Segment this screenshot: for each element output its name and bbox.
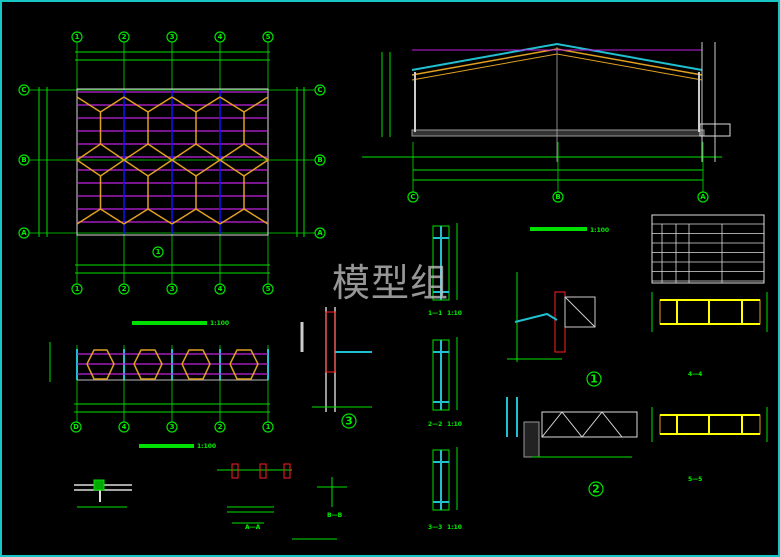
frame-section-elevation <box>362 42 731 192</box>
section-b-b-label: B—B <box>327 512 343 519</box>
detail-3-label: 3 <box>345 415 353 428</box>
axis-label: 2 <box>122 285 127 293</box>
cad-line <box>564 296 596 328</box>
column-detail-3 <box>325 311 336 373</box>
brace <box>219 143 270 177</box>
roof-plan <box>29 42 315 284</box>
axis-label: A <box>317 229 323 237</box>
detail-callout: 1 <box>156 248 161 256</box>
elevation-axes: C B A <box>407 191 709 203</box>
roof-edge <box>514 312 558 323</box>
axis-label: C <box>410 193 415 201</box>
axis-label: A <box>700 193 706 201</box>
axis-label: 2 <box>218 423 223 431</box>
cad-line <box>581 411 603 438</box>
cad-line <box>601 411 623 438</box>
channel <box>259 463 267 479</box>
wall <box>523 421 540 458</box>
plan-scale: 1:100 <box>210 320 229 327</box>
gutter-truss-detail <box>541 411 638 438</box>
axis-label: C <box>317 86 322 94</box>
plan2-scale: 1:100 <box>197 443 216 450</box>
material-table <box>651 214 765 284</box>
plan2-axes: D 4 3 2 1 <box>70 421 274 433</box>
watermark: 模型组 <box>332 261 450 305</box>
details <box>74 214 768 540</box>
axis-label: 5 <box>266 285 271 293</box>
section-scale: 1:10 <box>447 310 462 317</box>
channel <box>283 463 291 479</box>
axis-label: C <box>21 86 26 94</box>
axis-label: 3 <box>170 285 175 293</box>
hex-brace <box>86 349 115 380</box>
bracket <box>564 296 596 328</box>
axis-label: 2 <box>122 33 127 41</box>
wall-bracing-plan <box>49 342 270 422</box>
axis-label: B <box>317 156 322 164</box>
section-1-1-label: 1—1 <box>428 310 442 317</box>
axis-label: D <box>73 423 79 431</box>
hex-brace <box>229 349 259 380</box>
axis-label: B <box>555 193 560 201</box>
axis-label: 4 <box>122 423 127 431</box>
frame-detail-scale: 1:100 <box>590 227 609 234</box>
roof-outline <box>76 88 269 236</box>
roof-sheet <box>411 42 703 71</box>
channel <box>231 463 239 479</box>
axis-label: A <box>21 229 27 237</box>
axis-label: 4 <box>218 285 223 293</box>
detail-1-label: 1 <box>590 373 598 386</box>
section-3-3-label: 3—3 <box>428 524 442 531</box>
section-2-2-label: 2—2 <box>428 421 442 428</box>
column-detail <box>554 291 566 353</box>
detail-2-label: 2 <box>592 483 600 496</box>
axis-label: 1 <box>266 423 271 431</box>
plan-column-axes: 1 2 3 4 5 1 2 3 4 5 C B A C B A 1 <box>18 31 326 295</box>
axis-label: 4 <box>218 33 223 41</box>
axis-label: 1 <box>75 285 80 293</box>
hex-brace <box>133 349 163 380</box>
section-scale: 1:10 <box>447 524 462 531</box>
cad-line <box>561 411 583 438</box>
axis-label: 1 <box>75 33 80 41</box>
gutter-truss <box>699 123 731 137</box>
section-a-a-label: A—A <box>245 524 261 531</box>
axis-label: 3 <box>170 33 175 41</box>
axis-label: 3 <box>170 423 175 431</box>
axis-label: 5 <box>266 33 271 41</box>
hex-brace <box>181 349 211 380</box>
section-4-4-label: 4—4 <box>688 371 702 378</box>
bolt-node <box>93 479 105 491</box>
section-5-5-label: 5—5 <box>688 476 702 483</box>
section-scale: 1:10 <box>447 421 462 428</box>
detail-callouts: 1 2 3 4—4 5—5 1—1 1:10 2—2 1:10 3—3 1:10… <box>245 310 702 531</box>
cad-line <box>541 411 563 438</box>
floor-slab <box>411 129 705 137</box>
axis-label: B <box>21 156 26 164</box>
